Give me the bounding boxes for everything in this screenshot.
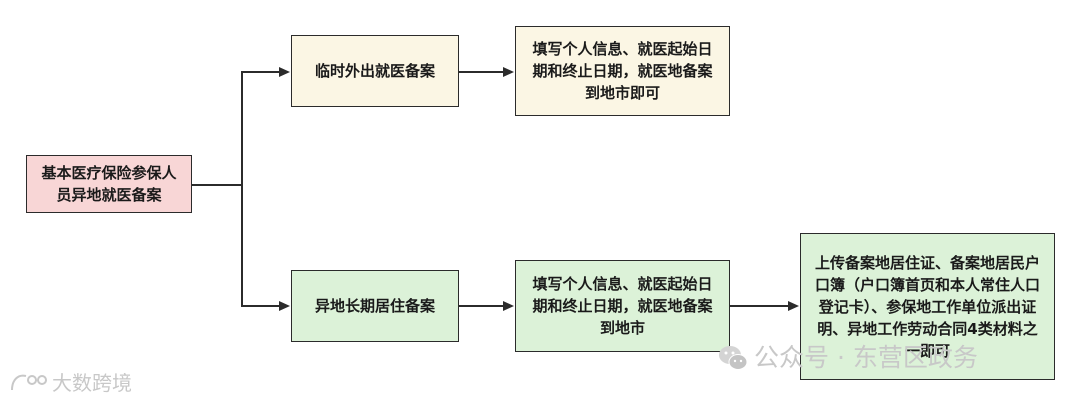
connector-long-to-detail	[459, 305, 503, 307]
materials-label: 上传备案地居住证、备案地居民户口簿（户口簿首页和本人常住人口登记卡）、参保地工作…	[814, 253, 1040, 360]
connector-temp-to-detail	[459, 71, 503, 73]
connector-detail-to-materials	[730, 305, 788, 307]
connector-to-long	[241, 305, 279, 307]
connector-root-trunk	[192, 184, 242, 186]
brand-logo-icon	[11, 374, 47, 391]
temp-filing-detail-label: 填写个人信息、就医起始日期和终止日期，就医地备案到地市即可	[532, 40, 713, 102]
long-term-detail-label: 填写个人信息、就医起始日期和终止日期，就医地备案到地市	[532, 275, 713, 337]
connector-to-temp	[241, 71, 279, 73]
temp-filing-node: 临时外出就医备案	[291, 35, 459, 107]
long-term-filing-node: 异地长期居住备案	[291, 270, 459, 342]
root-node-label: 基本医疗保险参保人员异地就医备案	[41, 164, 177, 204]
wechat-icon	[719, 346, 748, 370]
materials-node: 上传备案地居住证、备案地居民户口簿（户口簿首页和本人常住人口登记卡）、参保地工作…	[800, 233, 1055, 380]
arrow-to-long	[279, 301, 290, 311]
root-node: 基本医疗保险参保人员异地就医备案	[26, 155, 192, 213]
temp-filing-label: 临时外出就医备案	[314, 62, 435, 80]
arrow-to-temp	[279, 67, 290, 77]
temp-filing-detail-node: 填写个人信息、就医起始日期和终止日期，就医地备案到地市即可	[515, 26, 730, 116]
long-term-detail-node: 填写个人信息、就医起始日期和终止日期，就医地备案到地市	[515, 260, 730, 352]
connector-vertical-trunk	[241, 71, 243, 306]
arrow-temp-to-detail	[503, 67, 514, 77]
wechat-watermark: 公众号 · 东营区政务	[754, 343, 978, 372]
long-term-filing-label: 异地长期居住备案	[314, 297, 435, 315]
brand-watermark: 大数跨境	[52, 371, 132, 395]
arrow-detail-to-materials	[788, 301, 799, 311]
arrow-long-to-detail	[503, 301, 514, 311]
